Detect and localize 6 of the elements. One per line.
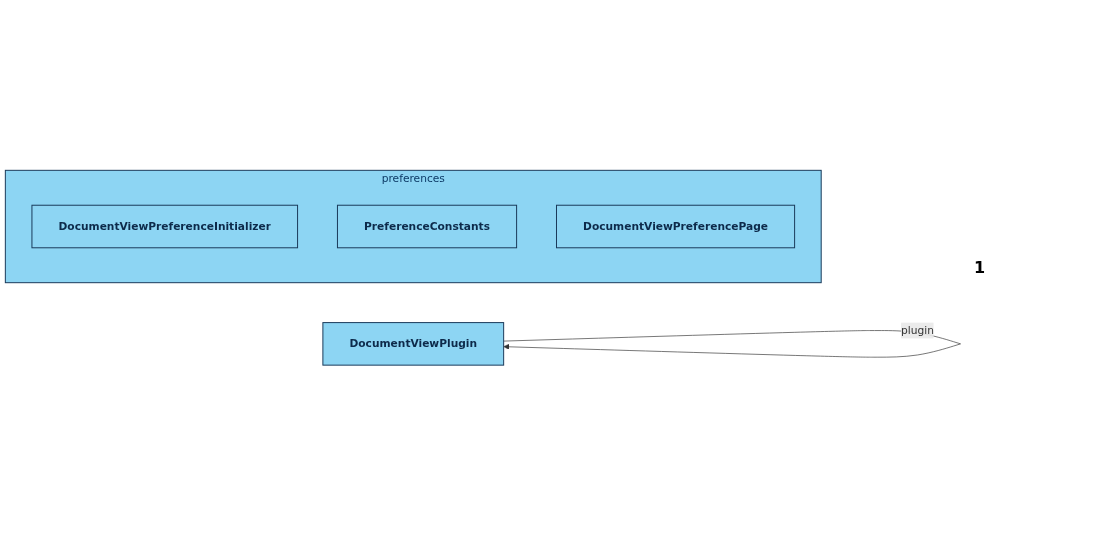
- multiplicity-label: 1: [974, 258, 987, 277]
- node-box: DocumentViewPreferencePage: [556, 204, 796, 249]
- node-box: PreferenceConstants: [336, 204, 518, 249]
- node-box: DocumentViewPreferenceInitializer: [31, 204, 299, 249]
- edge-label: plugin: [901, 323, 934, 337]
- node-box: DocumentViewPlugin: [322, 321, 505, 366]
